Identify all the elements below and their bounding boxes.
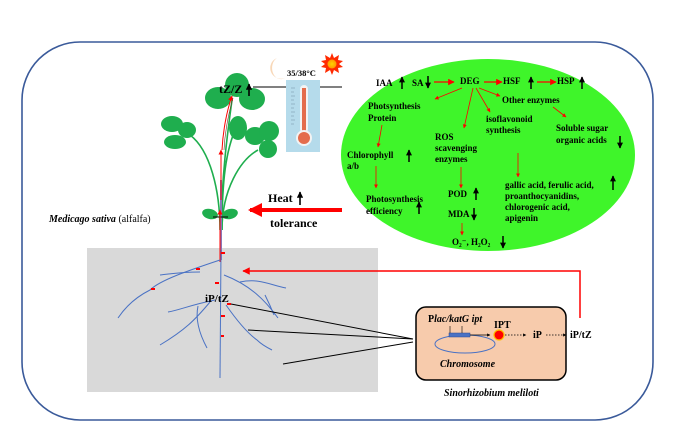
heat-label: Heat <box>268 191 293 205</box>
efficiency-label: Photosynthesis efficiency <box>366 194 424 216</box>
ros-line2: scavenging <box>435 143 478 153</box>
mda-label: MDA <box>448 209 470 219</box>
ros-line1: ROS <box>435 132 454 142</box>
phenolics-line3: chlorogenic acid, <box>505 202 570 212</box>
species-label: Medicago sativa (alfalfa) <box>48 214 151 225</box>
temperature-label: 35/38°C <box>287 68 316 78</box>
cytokinin-supply-arrow <box>242 267 581 318</box>
species-italic: Medicago sativa <box>48 214 116 225</box>
isoflavonoid-line2: synthesis <box>486 125 521 135</box>
ipt-gene-icon <box>448 332 471 338</box>
photo-protein-line1: Photsynthesis <box>368 101 421 111</box>
soil-area <box>87 248 378 392</box>
efficiency-line1: Photosynthesis <box>366 194 424 204</box>
phenolics-line4: apigenin <box>505 213 538 223</box>
iptz-label: iP/tZ <box>570 330 592 341</box>
promoter-label: Plac/katG ipt <box>428 314 483 325</box>
ros-species-label: O₂⁻, H₂O₂ <box>452 237 491 247</box>
hsf-label: HSF <box>503 76 521 86</box>
bacterium-name: Sinorhizobium meliloti <box>444 388 539 399</box>
ip-label: iP <box>533 330 542 341</box>
phenolics-label: gallic acid, ferulic acid,proanthocyanid… <box>505 180 594 223</box>
iaa-label: IAA <box>376 78 393 88</box>
ipt-enzyme-icon <box>493 329 505 341</box>
deg-label: DEG <box>460 76 480 86</box>
response-ellipse <box>341 59 635 251</box>
promoter-italic: lac/katG ipt <box>434 314 483 325</box>
sun-icon <box>321 53 343 75</box>
phenolics-line2: proanthocyanidins, <box>505 191 579 201</box>
pathway-labels: IAA SA DEG HSF HSP Other enzymes Photsyn… <box>347 76 608 247</box>
pathway-arrows <box>374 78 567 236</box>
outer-frame <box>21 41 654 421</box>
pod-label: POD <box>448 189 467 199</box>
shoot-hormone-label: tZ/Z <box>219 82 242 96</box>
isoflavonoid-line1: isoflavonoid <box>486 114 533 124</box>
chromosome-label: Chromosome <box>440 359 496 370</box>
ros-line3: enzymes <box>435 154 468 164</box>
soluble-line2: organic acids <box>556 135 607 145</box>
soluble-line1: Soluble sugar <box>556 123 608 133</box>
hsp-label: HSP <box>557 76 575 86</box>
trend-arrows <box>399 76 623 249</box>
phenolics-line1: gallic acid, ferulic acid, <box>505 180 594 190</box>
photo-protein-line2: Protein <box>368 113 396 123</box>
promoter-plain: P <box>428 314 434 325</box>
root-system <box>117 249 287 379</box>
alfalfa-plant <box>161 73 279 260</box>
tolerance-label: tolerance <box>270 216 318 230</box>
sa-label: SA <box>412 78 424 88</box>
species-common: (alfalfa) <box>116 214 151 225</box>
transport-arrow-top <box>221 95 233 151</box>
thermometer-icon <box>286 80 320 152</box>
chlorophyll-line2: a/b <box>347 161 359 171</box>
moon-icon <box>270 58 285 80</box>
chlorophyll-line1: Chlorophyll <box>347 150 394 160</box>
cytokinin-markers <box>151 252 231 337</box>
ipt-label: IPT <box>494 320 511 331</box>
soluble-sugar-label: Soluble sugar organic acids <box>556 123 608 145</box>
heat-tolerance-arrowhead <box>248 203 262 217</box>
root-hormone-label: iP/tZ <box>205 293 229 305</box>
bacterium-cell <box>415 306 567 381</box>
efficiency-line2: efficiency <box>366 206 403 216</box>
colonization-lines <box>230 303 414 365</box>
other-enzymes-label: Other enzymes <box>502 95 560 105</box>
